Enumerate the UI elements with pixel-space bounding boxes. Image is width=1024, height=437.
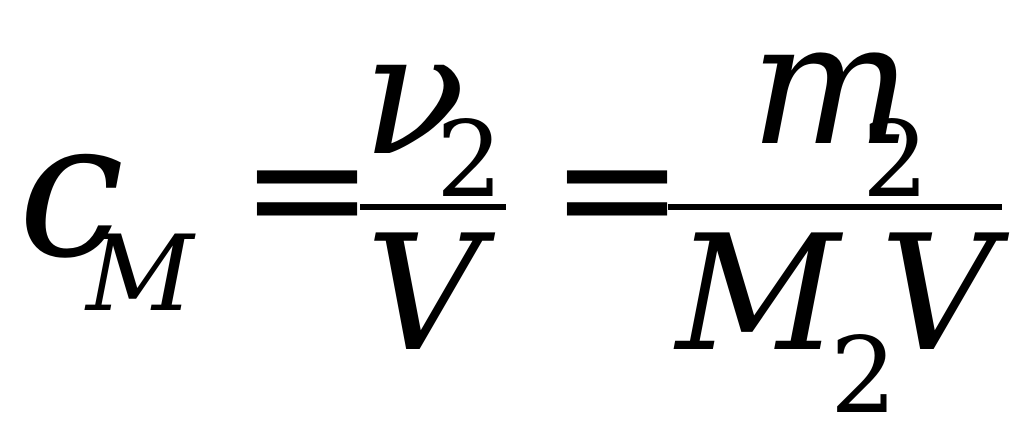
equals-sign-1: = — [240, 94, 375, 281]
lhs-subscript-m: M — [86, 213, 194, 335]
frac2-bar — [668, 204, 1002, 210]
frac1-numerator-subscript: 2 — [436, 99, 503, 221]
frac2-denominator-m: M — [676, 200, 840, 387]
frac1-numerator-nu: ν — [362, 0, 466, 194]
equals-sign-2: = — [550, 94, 685, 281]
frac2-denominator-v: V — [880, 200, 996, 387]
frac2-denominator-subscript: 2 — [830, 315, 897, 437]
frac1-denominator-v: V — [366, 200, 482, 387]
frac2-numerator-subscript: 2 — [862, 99, 929, 221]
frac2-numerator-m: m — [750, 0, 912, 184]
lhs-c: c — [18, 79, 125, 300]
frac1-bar — [360, 204, 506, 210]
